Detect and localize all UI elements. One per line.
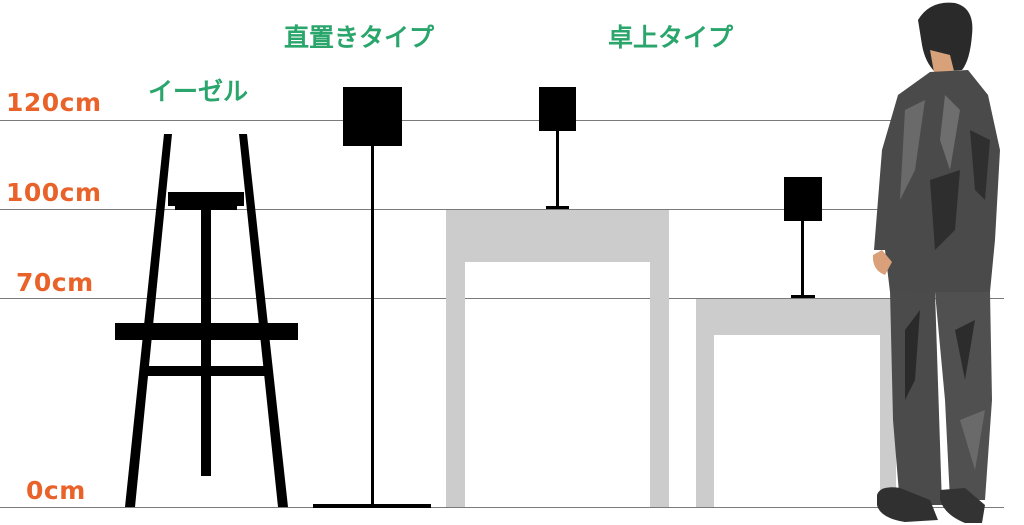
table-top — [696, 299, 896, 335]
sign-pole — [556, 131, 559, 207]
title-tabletop: 卓上タイプ — [608, 23, 734, 52]
sign-pole — [801, 221, 804, 296]
sign-board — [343, 87, 402, 146]
sign-base — [313, 504, 431, 508]
guide-line-100cm — [0, 209, 900, 210]
guide-line-0cm — [0, 507, 1004, 508]
height-label-70cm: 70cm — [16, 268, 94, 297]
height-label-120cm: 120cm — [6, 88, 102, 117]
table-leg-left — [696, 335, 714, 507]
height-label-100cm: 100cm — [6, 178, 102, 207]
sign-board — [539, 87, 576, 131]
guide-line-120cm — [0, 120, 900, 121]
table-leg-left — [446, 262, 465, 507]
title-easel: イーゼル — [148, 77, 249, 106]
table-top — [446, 210, 669, 262]
title-floor-standing: 直置きタイプ — [284, 23, 435, 52]
guide-line-70cm — [0, 298, 1004, 299]
sign-board — [784, 177, 822, 221]
table-leg-right — [650, 262, 669, 507]
sign-base — [546, 206, 569, 209]
sign-pole — [371, 146, 374, 506]
sign-base — [791, 295, 815, 298]
height-label-0cm: 0cm — [26, 476, 86, 505]
table-leg-right — [880, 335, 896, 507]
